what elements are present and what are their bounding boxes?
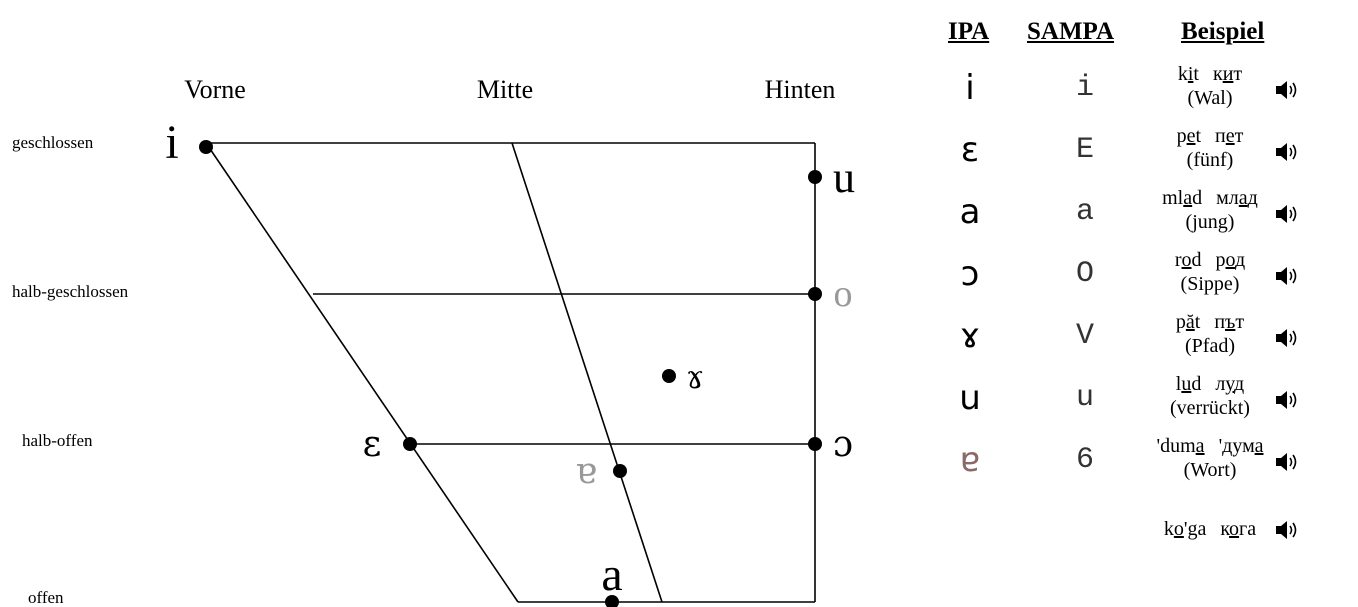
- example-cyrillic: 'дума: [1218, 435, 1264, 457]
- line-central: [511, 142, 663, 603]
- dot-o: [808, 287, 822, 301]
- example-gloss: (verrückt): [1170, 397, 1250, 419]
- example-cyrillic: път: [1214, 311, 1245, 333]
- dot-turned-a: [613, 464, 627, 478]
- vowel-dots: [199, 140, 822, 607]
- example-word: mlad млад(jung): [1150, 186, 1270, 234]
- dot-a: [605, 595, 619, 607]
- table-row: a a mlad млад(jung): [940, 186, 1358, 248]
- vowel-chart: Vorne Mitte Hinten geschlossen halb-gesc…: [12, 75, 855, 607]
- example-latin: 'duma: [1156, 435, 1205, 457]
- example-cyrillic: кит: [1212, 63, 1243, 85]
- dot-u: [808, 170, 822, 184]
- example-gloss: (Sippe): [1180, 273, 1240, 295]
- speaker-icon[interactable]: [1274, 518, 1300, 542]
- speaker-icon[interactable]: [1274, 140, 1300, 164]
- example-latin: kit: [1177, 63, 1199, 85]
- sampa-symbol: E: [1075, 133, 1094, 167]
- dot-gamma: [662, 369, 676, 383]
- example-cyrillic: род: [1215, 249, 1246, 271]
- line-front-edge: [205, 142, 519, 603]
- header-ipa: IPA: [948, 18, 990, 45]
- sampa-symbol: u: [1075, 381, 1094, 415]
- example-cyrillic: пет: [1215, 125, 1244, 147]
- row-label-close: geschlossen: [12, 133, 94, 152]
- example-gloss: (Wort): [1183, 459, 1237, 481]
- example-gloss: (Pfad): [1185, 335, 1235, 357]
- dot-epsilon: [403, 437, 417, 451]
- speaker-icon[interactable]: [1274, 388, 1300, 412]
- sampa-symbol: V: [1075, 319, 1094, 353]
- example-gloss: (fünf): [1186, 149, 1234, 171]
- vowel-u: u: [833, 153, 855, 202]
- ipa-symbol: ɔ: [960, 254, 980, 294]
- example-latin: pet: [1176, 125, 1202, 147]
- speaker-icon[interactable]: [1274, 202, 1300, 226]
- column-label-central: Mitte: [477, 75, 533, 104]
- dot-open-o: [808, 437, 822, 451]
- example-cyrillic: кога: [1220, 518, 1257, 540]
- example-gloss: (jung): [1185, 211, 1235, 233]
- vowel-o: o: [834, 273, 853, 315]
- example-latin: rod: [1174, 249, 1202, 271]
- example-latin: păt: [1175, 311, 1201, 333]
- speaker-icon[interactable]: [1274, 264, 1300, 288]
- sampa-symbol: i: [1075, 71, 1094, 105]
- ipa-symbol: ɛ: [960, 130, 980, 170]
- sampa-symbol: O: [1075, 257, 1094, 291]
- vowel-a: a: [601, 548, 622, 601]
- ipa-symbol: a: [959, 192, 981, 232]
- speaker-icon[interactable]: [1274, 450, 1300, 474]
- speaker-icon[interactable]: [1274, 326, 1300, 350]
- table-row: ko'ga кога: [940, 496, 1358, 558]
- example-latin: lud: [1175, 373, 1202, 395]
- vowel-open-o: ɔ: [833, 424, 853, 465]
- example-word: ko'ga кога: [1150, 517, 1270, 541]
- header-example: Beispiel: [1181, 18, 1265, 45]
- example-latin: ko'ga: [1163, 518, 1207, 540]
- vowel-i: i: [165, 116, 178, 169]
- vowel-gamma: ɤ: [686, 358, 704, 396]
- row-label-open: offen: [28, 588, 64, 607]
- ipa-symbol: i: [965, 68, 975, 108]
- example-word: 'duma 'дума(Wort): [1150, 434, 1270, 482]
- vowel-turned-a: ɐ: [575, 451, 596, 492]
- table-row: ɐ 6 'duma 'дума(Wort): [940, 434, 1358, 496]
- sampa-symbol: a: [1075, 195, 1094, 229]
- example-latin: mlad: [1162, 187, 1203, 209]
- ipa-symbol: u: [959, 378, 981, 418]
- column-label-front: Vorne: [184, 75, 246, 104]
- speaker-icon[interactable]: [1274, 78, 1300, 102]
- ipa-symbol: ɤ: [959, 316, 981, 356]
- header-sampa: SAMPA: [1027, 18, 1115, 45]
- vowel-epsilon: ɛ: [363, 424, 382, 465]
- dot-i: [199, 140, 213, 154]
- sampa-symbol: 6: [1075, 443, 1094, 477]
- example-gloss: (Wal): [1187, 87, 1233, 109]
- row-label-close-mid: halb-geschlossen: [12, 282, 129, 301]
- column-label-back: Hinten: [765, 75, 836, 104]
- ipa-symbol: ɐ: [959, 440, 981, 480]
- row-label-open-mid: halb-offen: [22, 431, 93, 450]
- trapezoid-lines: [205, 142, 816, 603]
- example-cyrillic: млад: [1216, 187, 1258, 209]
- example-cyrillic: луд: [1215, 373, 1245, 395]
